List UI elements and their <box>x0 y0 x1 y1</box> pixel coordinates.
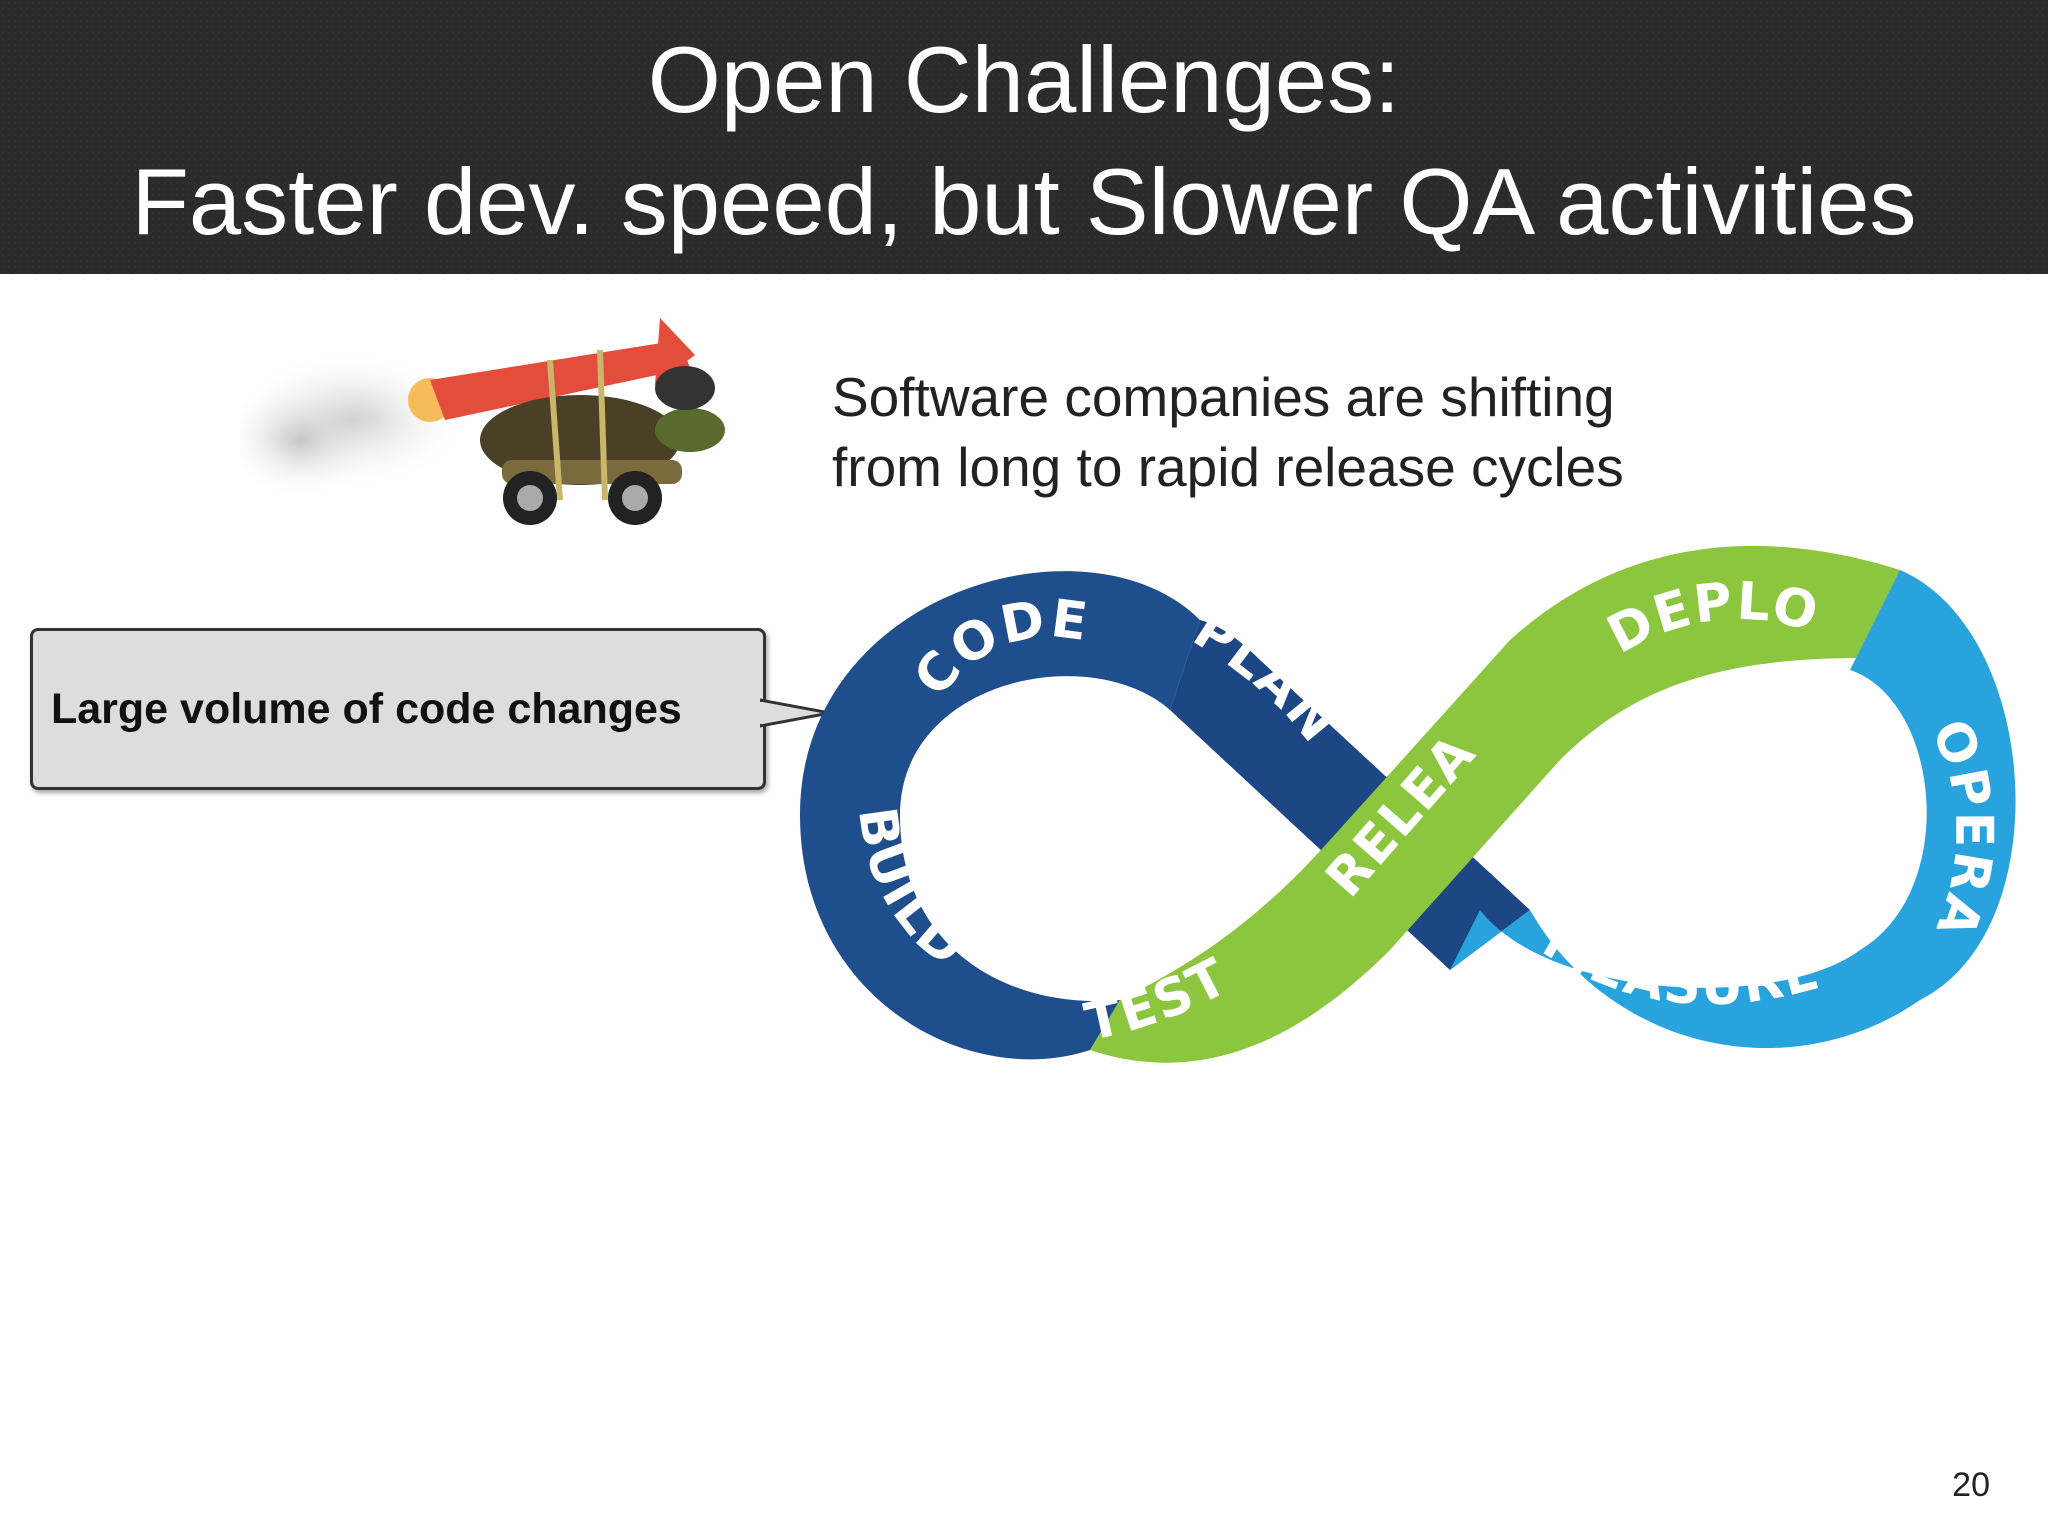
subtitle-line-2: from long to rapid release cycles <box>832 436 1624 498</box>
infinity-loop-icon: CODE PLAN BUILD TEST RELEASE DEPLOY OPER… <box>769 483 2030 1095</box>
subtitle-line-1: Software companies are shifting <box>832 366 1615 428</box>
rocket-turtle-icon <box>220 310 760 545</box>
slide-title-line-1: Open Challenges: <box>647 27 1401 132</box>
callout-text: Large volume of code changes <box>51 685 682 733</box>
subtitle: Software companies are shifting from lon… <box>832 362 1832 502</box>
svg-text:MEASURE: MEASURE <box>1533 910 1827 1017</box>
stage-label-7: MEASURE <box>1533 910 1825 1017</box>
callout-pointer <box>760 698 831 728</box>
callout-box: Large volume of code changes <box>30 628 766 790</box>
slide-title-line-2: Faster dev. speed, but Slower QA activit… <box>131 149 1917 254</box>
title-bar: Open Challenges: Faster dev. speed, but … <box>0 0 2048 274</box>
page-number: 20 <box>1952 1466 1990 1504</box>
